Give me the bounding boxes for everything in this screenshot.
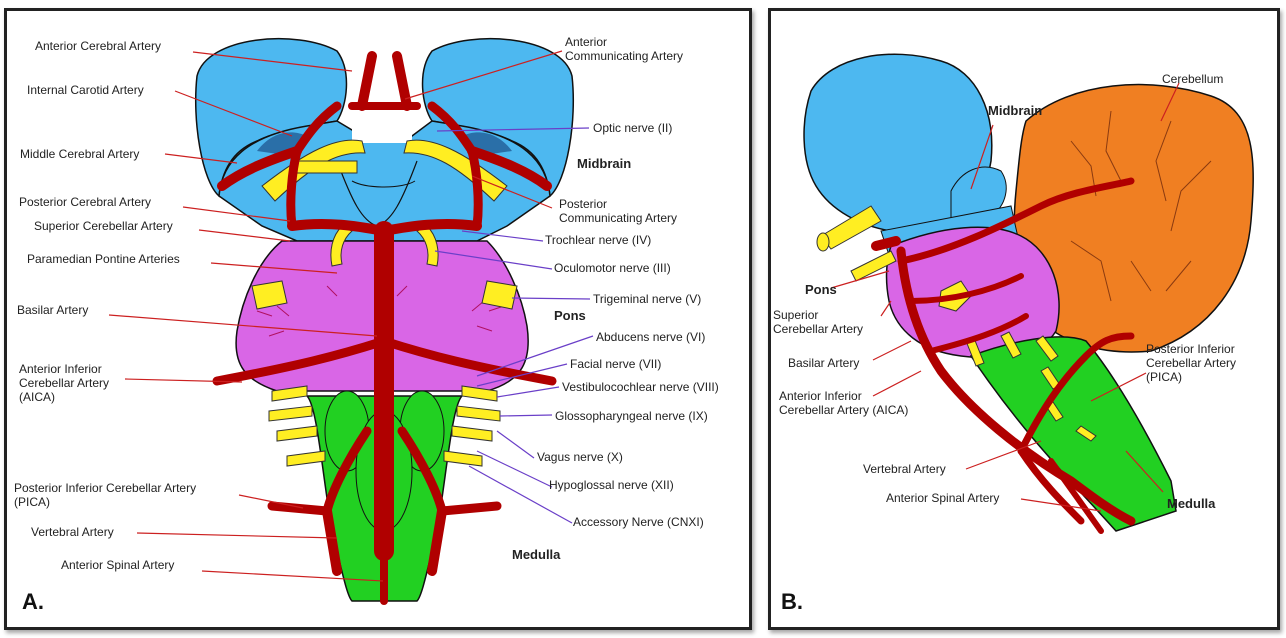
label-internal-carotid-artery: Internal Carotid Artery xyxy=(27,83,144,97)
label-accessory-nerve: Accessory Nerve (CNXI) xyxy=(573,515,704,529)
label-middle-cerebral-artery: Middle Cerebral Artery xyxy=(20,147,140,161)
panel-b-label: B. xyxy=(781,589,803,614)
label-basilar-artery-b: Basilar Artery xyxy=(788,356,860,370)
label-pica: Posterior Inferior Cerebellar Artery (PI… xyxy=(14,481,197,509)
label-pons-b: Pons xyxy=(805,282,837,297)
panel-a-label: A. xyxy=(22,589,44,614)
label-oculomotor-nerve: Oculomotor nerve (III) xyxy=(554,261,671,275)
label-hypoglossal-nerve: Hypoglossal nerve (XII) xyxy=(549,478,674,492)
label-superior-cerebellar-artery: Superior Cerebellar Artery xyxy=(34,219,173,233)
label-vertebral-artery-b: Vertebral Artery xyxy=(863,462,946,476)
label-pica-b: Posterior Inferior Cerebellar Artery (PI… xyxy=(1146,342,1237,384)
label-midbrain: Midbrain xyxy=(577,156,632,171)
leader-lines xyxy=(108,50,594,582)
label-paramedian-pontine-arteries: Paramedian Pontine Arteries xyxy=(27,252,180,266)
panel-a-illustration xyxy=(108,37,594,605)
label-aica: Anterior Inferior Cerebellar Artery (AIC… xyxy=(19,362,110,404)
label-trigeminal-nerve: Trigeminal nerve (V) xyxy=(593,292,702,306)
panel-a: Anterior Cerebral Artery Anterior Commun… xyxy=(4,8,752,630)
label-vestibulocochlear-nerve: Vestibulocochlear nerve (VIII) xyxy=(562,380,719,394)
label-glossopharyngeal-nerve: Glossopharyngeal nerve (IX) xyxy=(555,409,708,423)
panel-b-illustration xyxy=(803,53,1254,534)
label-vagus-nerve: Vagus nerve (X) xyxy=(537,450,623,464)
label-midbrain-b: Midbrain xyxy=(988,103,1043,118)
label-vertebral-artery: Vertebral Artery xyxy=(31,525,114,539)
label-cerebellum: Cerebellum xyxy=(1162,72,1224,86)
midbrain-region xyxy=(194,37,575,242)
label-facial-nerve: Facial nerve (VII) xyxy=(570,357,662,371)
label-sca-b: Superior Cerebellar Artery xyxy=(773,308,864,336)
label-abducens-nerve: Abducens nerve (VI) xyxy=(596,330,706,344)
arteries xyxy=(212,51,557,605)
label-medulla-b: Medulla xyxy=(1167,496,1216,511)
panel-b: Cerebellum Midbrain Pons Superior Cerebe… xyxy=(768,8,1280,630)
label-anterior-spinal-artery: Anterior Spinal Artery xyxy=(61,558,175,572)
label-basilar-artery: Basilar Artery xyxy=(17,303,89,317)
label-aica-b: Anterior Inferior Cerebellar Artery (AIC… xyxy=(779,389,909,417)
label-posterior-cerebral-artery: Posterior Cerebral Artery xyxy=(19,195,152,209)
label-anterior-spinal-artery-b: Anterior Spinal Artery xyxy=(886,491,1000,505)
label-anterior-communicating-artery: Anterior Communicating Artery xyxy=(565,35,684,63)
label-medulla: Medulla xyxy=(512,547,561,562)
label-pons: Pons xyxy=(554,308,586,323)
label-trochlear-nerve: Trochlear nerve (IV) xyxy=(545,233,652,247)
label-anterior-cerebral-artery: Anterior Cerebral Artery xyxy=(35,39,162,53)
label-posterior-communicating-artery: Posterior Communicating Artery xyxy=(559,197,678,225)
label-optic-nerve: Optic nerve (II) xyxy=(593,121,673,135)
